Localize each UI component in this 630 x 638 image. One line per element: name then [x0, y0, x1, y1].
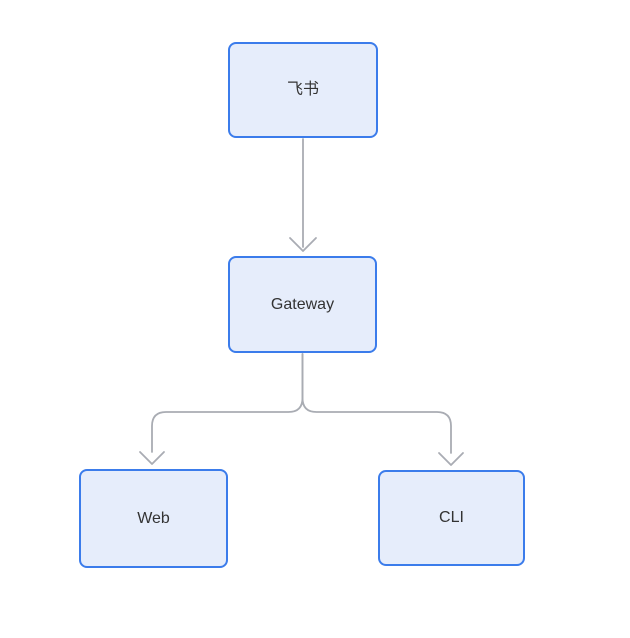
edge-arrowhead-down-icon	[139, 451, 165, 465]
node-web-label: Web	[137, 509, 170, 527]
edge-gateway-cli	[301, 353, 464, 466]
edge-line	[151, 353, 304, 453]
edge-gateway-web	[139, 353, 304, 465]
edge-arrowhead-down-icon	[438, 452, 464, 466]
node-feishu: 飞书	[228, 42, 378, 138]
edge-line	[301, 353, 452, 454]
node-gateway: Gateway	[228, 256, 377, 353]
edge-arrowhead-down-icon	[289, 237, 317, 252]
node-web: Web	[79, 469, 228, 568]
edge-feishu-gateway	[289, 138, 317, 252]
node-cli: CLI	[378, 470, 525, 566]
node-feishu-label: 飞书	[286, 81, 319, 99]
node-cli-label: CLI	[439, 509, 464, 527]
node-gateway-label: Gateway	[270, 295, 335, 313]
